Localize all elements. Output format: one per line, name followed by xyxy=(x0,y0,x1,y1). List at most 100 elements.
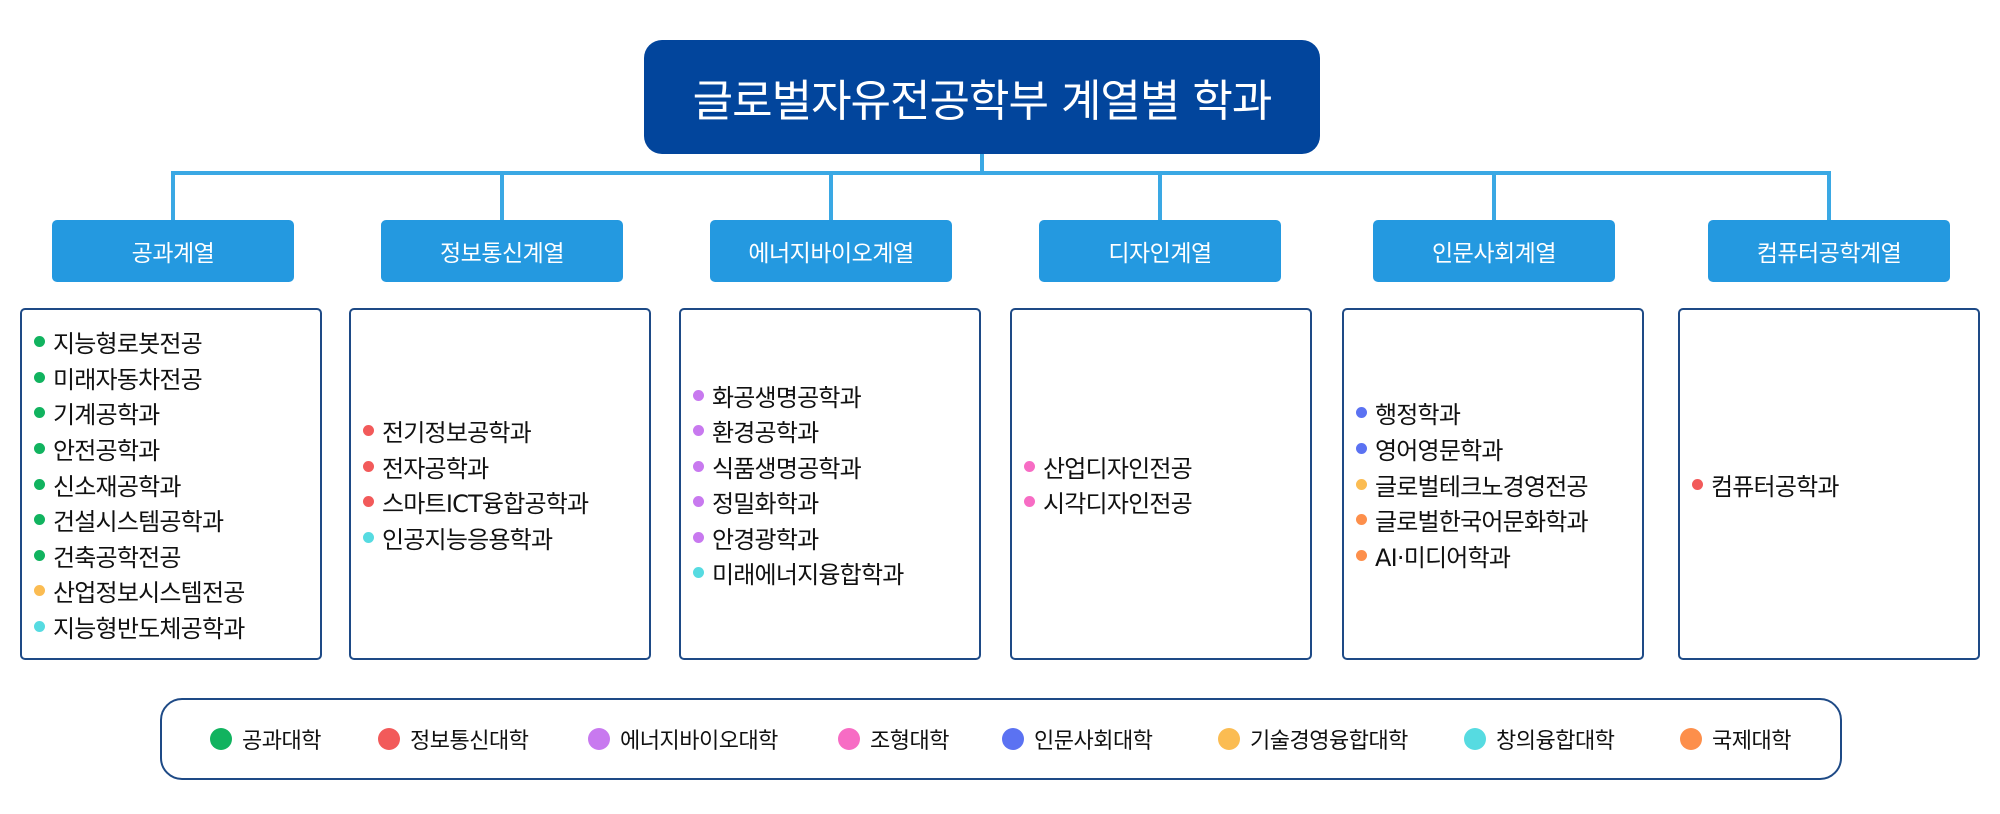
legend-dot-icon xyxy=(1218,728,1240,750)
department-item: 미래자동차전공 xyxy=(34,359,245,395)
legend-item: 에너지바이오대학 xyxy=(588,700,778,778)
legend-item: 창의융합대학 xyxy=(1464,700,1615,778)
department-name: 화공생명공학과 xyxy=(712,383,862,412)
department-item: 산업정보시스템전공 xyxy=(34,573,245,609)
legend-label: 창의융합대학 xyxy=(1496,729,1615,754)
legend-item: 인문사회대학 xyxy=(1002,700,1153,778)
college-dot-icon xyxy=(693,567,704,579)
college-dot-icon xyxy=(1024,496,1035,508)
category-header: 컴퓨터공학계열 xyxy=(1708,220,1950,282)
college-dot-icon xyxy=(34,371,45,383)
department-name: 미래에너지융합학과 xyxy=(712,561,904,590)
college-dot-icon xyxy=(1356,514,1367,526)
legend-dot-icon xyxy=(1680,728,1702,750)
department-name: 컴퓨터공학과 xyxy=(1711,472,1839,501)
legend-label: 조형대학 xyxy=(870,729,949,754)
college-dot-icon xyxy=(34,585,45,597)
department-name: 행정학과 xyxy=(1375,401,1461,430)
legend-dot-icon xyxy=(378,728,400,750)
department-name: 전자공학과 xyxy=(382,454,489,483)
college-dot-icon xyxy=(693,389,704,401)
college-dot-icon xyxy=(1024,460,1035,472)
legend-label: 기술경영융합대학 xyxy=(1250,729,1408,754)
department-item: 미래에너지융합학과 xyxy=(693,555,904,591)
category-header: 디자인계열 xyxy=(1039,220,1281,282)
department-item: 환경공학과 xyxy=(693,413,904,449)
college-dot-icon xyxy=(363,496,374,508)
department-item: 인공지능응용학과 xyxy=(363,520,588,556)
department-item: 스마트ICT융합공학과 xyxy=(363,484,589,520)
department-name: 영어영문학과 xyxy=(1375,436,1503,465)
college-dot-icon xyxy=(693,425,704,437)
college-dot-icon xyxy=(34,478,45,490)
department-name: 지능형반도체공학과 xyxy=(53,614,245,643)
college-dot-icon xyxy=(363,425,374,437)
category-header: 인문사회계열 xyxy=(1373,220,1615,282)
department-item: 영어영문학과 xyxy=(1356,431,1588,467)
category-header: 공과계열 xyxy=(52,220,294,282)
department-item: 행정학과 xyxy=(1356,395,1588,431)
college-dot-icon xyxy=(693,531,704,543)
department-item: 전자공학과 xyxy=(363,448,588,484)
college-dot-icon xyxy=(34,442,45,454)
department-name: 안경광학과 xyxy=(712,525,819,554)
department-name: 전기정보공학과 xyxy=(382,419,532,448)
college-dot-icon xyxy=(693,460,704,472)
department-name: AI·미디어학과 xyxy=(1375,543,1511,572)
department-name: 미래자동차전공 xyxy=(53,365,203,394)
college-dot-icon xyxy=(1356,549,1367,561)
legend-item: 국제대학 xyxy=(1680,700,1791,778)
department-list: 컴퓨터공학과 xyxy=(1692,466,1839,502)
college-dot-icon xyxy=(363,531,374,543)
department-item: 글로벌한국어문화학과 xyxy=(1356,502,1589,538)
department-list-box: 컴퓨터공학과 xyxy=(1678,308,1980,660)
department-name: 신소재공학과 xyxy=(53,472,181,501)
department-name: 글로벌테크노경영전공 xyxy=(1375,472,1589,501)
legend-label: 국제대학 xyxy=(1712,729,1791,754)
department-item: AI·미디어학과 xyxy=(1356,537,1588,573)
department-item: 지능형반도체공학과 xyxy=(34,609,245,645)
legend-dot-icon xyxy=(210,728,232,750)
college-dot-icon xyxy=(34,549,45,561)
department-name: 식품생명공학과 xyxy=(712,454,862,483)
department-item: 시각디자인전공 xyxy=(1024,484,1193,520)
college-dot-icon xyxy=(34,336,45,348)
department-name: 건설시스템공학과 xyxy=(53,508,224,537)
legend-dot-icon xyxy=(838,728,860,750)
department-item: 산업디자인전공 xyxy=(1024,448,1193,484)
department-item: 안경광학과 xyxy=(693,520,904,556)
department-name: 정밀화학과 xyxy=(712,490,819,519)
department-item: 신소재공학과 xyxy=(34,466,245,502)
college-dot-icon xyxy=(34,514,45,526)
department-item: 정밀화학과 xyxy=(693,484,904,520)
legend-item: 기술경영융합대학 xyxy=(1218,700,1408,778)
department-item: 식품생명공학과 xyxy=(693,448,904,484)
legend-label: 인문사회대학 xyxy=(1034,729,1153,754)
college-dot-icon xyxy=(1356,478,1367,490)
diagram-title: 글로벌자유전공학부 계열별 학과 xyxy=(644,40,1320,154)
college-dot-icon xyxy=(1356,407,1367,419)
legend-item: 공과대학 xyxy=(210,700,321,778)
category-header: 에너지바이오계열 xyxy=(710,220,952,282)
legend-dot-icon xyxy=(588,728,610,750)
department-item: 지능형로봇전공 xyxy=(34,324,245,360)
department-name: 건축공학전공 xyxy=(53,543,181,572)
department-name: 산업디자인전공 xyxy=(1043,454,1193,483)
department-name: 글로벌한국어문화학과 xyxy=(1375,508,1589,537)
department-item: 건축공학전공 xyxy=(34,537,245,573)
department-item: 화공생명공학과 xyxy=(693,377,904,413)
college-dot-icon xyxy=(1692,478,1703,490)
category-header: 정보통신계열 xyxy=(381,220,623,282)
department-item: 안전공학과 xyxy=(34,431,245,467)
department-name: 환경공학과 xyxy=(712,419,819,448)
department-name: 기계공학과 xyxy=(53,401,160,430)
department-name: 스마트ICT융합공학과 xyxy=(382,490,589,519)
